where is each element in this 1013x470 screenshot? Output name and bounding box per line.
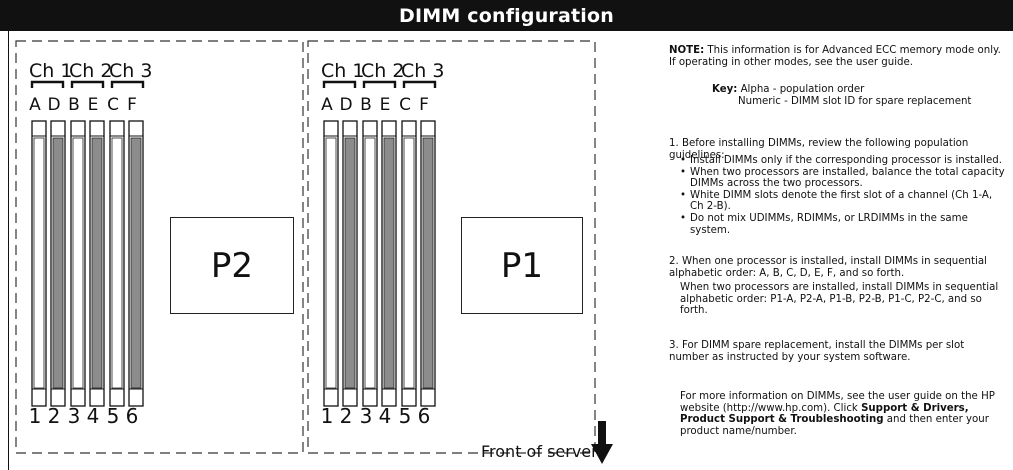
dimm-slot-white <box>70 120 86 407</box>
slot-letter: C <box>399 95 411 115</box>
dimm-slot-gray <box>342 120 358 407</box>
slot-number: 3 <box>359 404 373 428</box>
slot-number: 1 <box>28 404 42 428</box>
more-info-paragraph: For more information on DIMMs, see the u… <box>680 391 1010 437</box>
processor-panel-p2: Ch 1 Ch 2 Ch 3 A D B E C F 1 2 3 4 5 6 P… <box>15 40 305 455</box>
dimm-slot-gray <box>89 120 105 407</box>
key-label: Key: <box>712 84 738 95</box>
slot-letter: C <box>107 95 119 115</box>
channel-label-ch2: Ch 2 <box>69 60 113 82</box>
slot-letter: D <box>339 95 353 115</box>
channel-label-ch3: Ch 3 <box>401 60 445 82</box>
slot-number: 2 <box>47 404 61 428</box>
guideline-item: When two processors are installed, balan… <box>680 167 1008 190</box>
note-paragraph: NOTE: This information is for Advanced E… <box>669 45 1004 68</box>
more-info-text: For more information on DIMMs, see the u… <box>680 391 995 414</box>
note-label: NOTE: <box>669 45 705 56</box>
guideline-item: Install DIMMs only if the corresponding … <box>680 155 1008 167</box>
dimm-slot-gray <box>128 120 144 407</box>
slot-number: 3 <box>67 404 81 428</box>
channel-label-ch2: Ch 2 <box>361 60 405 82</box>
dimm-slot-white <box>401 120 417 407</box>
dimm-slot-gray <box>381 120 397 407</box>
slot-number: 5 <box>106 404 120 428</box>
slot-letter: B <box>360 95 372 115</box>
slot-letter: E <box>379 95 391 115</box>
dimm-slot-gray <box>420 120 436 407</box>
slot-number: 1 <box>320 404 334 428</box>
slot-letter: E <box>87 95 99 115</box>
cpu-socket-p2: P2 <box>170 217 294 314</box>
slot-number: 2 <box>339 404 353 428</box>
support-link-text[interactable]: Support & Drivers, Product Support & Tro… <box>680 402 969 426</box>
slot-letter: F <box>419 95 429 115</box>
more-info-text-end: and then enter your product name/number. <box>680 414 989 437</box>
front-of-server-label: Front of server <box>481 442 598 461</box>
note-text: This information is for Advanced ECC mem… <box>669 45 1001 68</box>
slot-letter: D <box>47 95 61 115</box>
key-alpha: Alpha - population order <box>737 84 865 95</box>
key-legend: Key: Alpha - population order Numeric - … <box>712 84 1002 107</box>
dimm-slot-white <box>323 120 339 407</box>
channel-label-ch1: Ch 1 <box>321 60 365 82</box>
key-numeric: Numeric - DIMM slot ID for spare replace… <box>738 95 972 107</box>
slot-number: 6 <box>417 404 431 428</box>
population-two-processors: When two processors are installed, insta… <box>680 282 999 317</box>
slot-number: 4 <box>378 404 392 428</box>
slot-number: 6 <box>125 404 139 428</box>
panel-outline <box>307 40 596 454</box>
processor-panel-p1: Ch 1 Ch 2 Ch 3 A D B E C F 1 2 3 4 5 6 P… <box>307 40 597 455</box>
dimm-slot-gray <box>50 120 66 407</box>
dimm-slot-white <box>109 120 125 407</box>
channel-label-ch1: Ch 1 <box>29 60 73 82</box>
arrow-down-icon <box>591 421 613 464</box>
slot-letter: F <box>127 95 137 115</box>
slot-letter: B <box>68 95 80 115</box>
cpu-socket-p1: P1 <box>461 217 583 314</box>
population-order-item: 2. When one processor is installed, inst… <box>669 256 999 317</box>
slot-number: 5 <box>398 404 412 428</box>
dimm-slot-white <box>31 120 47 407</box>
channel-label-ch3: Ch 3 <box>109 60 153 82</box>
guideline-item: White DIMM slots denote the first slot o… <box>680 190 1008 213</box>
population-one-processor: 2. When one processor is installed, inst… <box>669 256 987 279</box>
left-frame-border <box>8 31 9 470</box>
guideline-item: Do not mix UDIMMs, RDIMMs, or LRDIMMs in… <box>680 213 1008 236</box>
panel-outline <box>15 40 304 454</box>
slot-number: 4 <box>86 404 100 428</box>
dimm-slot-white <box>362 120 378 407</box>
spare-replacement-item: 3. For DIMM spare replacement, install t… <box>669 340 965 363</box>
slot-letter: A <box>29 95 41 115</box>
slot-letter: A <box>321 95 333 115</box>
guidelines-list: Install DIMMs only if the corresponding … <box>680 155 1008 236</box>
page-title: DIMM configuration <box>399 5 614 27</box>
header-bar: DIMM configuration <box>0 0 1013 31</box>
